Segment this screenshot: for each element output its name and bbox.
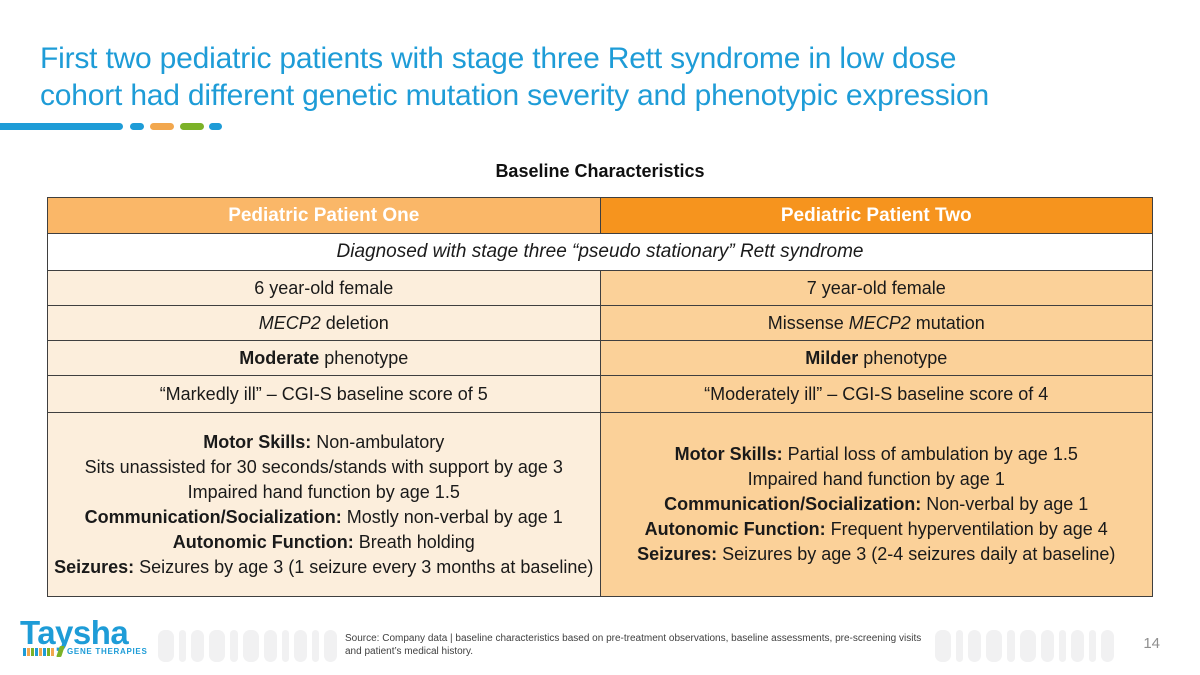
phenotype-cell-patient-two: Milder phenotype [599, 341, 1152, 375]
age-cell-patient-two: 7 year-old female [599, 271, 1152, 305]
col-header-patient-two: Pediatric Patient Two [599, 198, 1152, 233]
slide-title: First two pediatric patients with stage … [40, 40, 1180, 114]
slide-title-line-2: cohort had different genetic mutation se… [40, 79, 989, 112]
diagnosis-row: Diagnosed with stage three “pseudo stati… [48, 233, 1152, 270]
source-note: Source: Company data | baseline characte… [345, 632, 945, 658]
logo-color-bars [23, 647, 54, 656]
age-cell-patient-one: 6 year-old female [48, 271, 600, 305]
table-header-row: Pediatric Patient One Pediatric Patient … [48, 198, 1152, 233]
phenotype-cell-patient-one: Moderate phenotype [48, 341, 600, 375]
source-note-line-2: and patient’s medical history. [345, 646, 474, 657]
baseline-characteristics-table: Pediatric Patient One Pediatric Patient … [47, 197, 1153, 597]
title-divider [0, 123, 300, 130]
col-header-patient-one: Pediatric Patient One [48, 198, 600, 233]
cgi-cell-patient-one: “Markedly ill” – CGI-S baseline score of… [48, 376, 600, 412]
slide-title-line-1: First two pediatric patients with stage … [40, 42, 957, 75]
page-number: 14 [1143, 635, 1160, 652]
footer-pill-pattern-right [935, 630, 1114, 662]
logo-tagline: GENE THERAPIES [67, 647, 148, 656]
source-note-line-1: Source: Company data | baseline characte… [345, 633, 922, 644]
divider-dash-orange [150, 123, 174, 130]
mutation-cell-patient-one: MECP2 deletion [48, 306, 600, 340]
taysha-logo: Taysha GENE THERAPIES [20, 614, 147, 657]
clinical-cell-patient-two: Motor Skills: Partial loss of ambulation… [599, 413, 1152, 596]
mutation-row: MECP2 deletion Missense MECP2 mutation [48, 305, 1152, 340]
divider-bar [0, 123, 123, 130]
divider-dash-blue-2 [209, 123, 222, 130]
logo-subline: GENE THERAPIES [23, 646, 147, 657]
footer-pill-pattern-left [158, 630, 337, 662]
cgi-cell-patient-two: “Moderately ill” – CGI-S baseline score … [599, 376, 1152, 412]
age-row: 6 year-old female 7 year-old female [48, 270, 1152, 305]
divider-dash-green [180, 123, 204, 130]
phenotype-row: Moderate phenotype Milder phenotype [48, 340, 1152, 375]
diagnosis-cell: Diagnosed with stage three “pseudo stati… [48, 234, 1152, 270]
mutation-cell-patient-two: Missense MECP2 mutation [599, 306, 1152, 340]
divider-dash-blue-1 [130, 123, 144, 130]
cgi-score-row: “Markedly ill” – CGI-S baseline score of… [48, 375, 1152, 412]
logo-wordmark: Taysha [20, 614, 129, 651]
table-caption: Baseline Characteristics [495, 161, 705, 181]
